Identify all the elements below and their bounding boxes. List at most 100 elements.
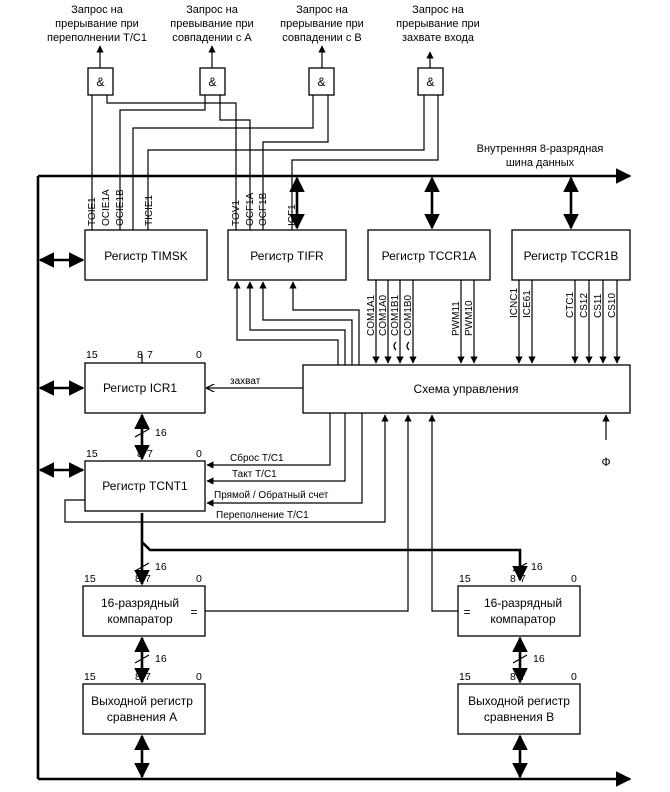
svg-text:0: 0 bbox=[196, 671, 202, 683]
svg-text:7: 7 bbox=[147, 349, 153, 361]
svg-text:совпадении с А: совпадении с А bbox=[172, 32, 252, 44]
comparator-b-output bbox=[428, 414, 458, 612]
svg-text:7: 7 bbox=[147, 448, 153, 460]
reset-signal-label: Сброс Т/С1 bbox=[230, 452, 284, 464]
request-compare-a-label: Запрос на превывание при совпадении с А bbox=[170, 4, 253, 44]
comparator-a: 16-разрядный компаратор = 15 8 7 0 bbox=[82, 573, 206, 637]
svg-text:Запрос на: Запрос на bbox=[186, 4, 239, 16]
svg-text:7: 7 bbox=[145, 573, 151, 585]
svg-text:Запрос на: Запрос на bbox=[296, 4, 349, 16]
and-gate-overflow: & bbox=[87, 67, 114, 96]
output-compare-register-b: Выходной регистр сравнения В 15 8 7 0 bbox=[457, 671, 581, 735]
control-to-tifr-lines bbox=[233, 281, 360, 365]
svg-text:компаратор: компаратор bbox=[107, 612, 173, 626]
tccr1b-control-lines bbox=[515, 280, 621, 364]
control-scheme: Схема управления bbox=[302, 364, 631, 414]
bit-cs12: CS12 bbox=[579, 293, 590, 318]
comparator-b: 16-разрядный компаратор = 15 8 7 0 bbox=[457, 573, 581, 637]
ocra-width-label: 16 bbox=[155, 653, 167, 665]
register-tifr: Регистр TIFR bbox=[227, 229, 347, 281]
svg-text:16-разрядный: 16-разрядный bbox=[484, 596, 562, 610]
comparator-a-output bbox=[205, 414, 412, 612]
svg-text:Запрос на: Запрос на bbox=[71, 4, 124, 16]
svg-text:15: 15 bbox=[459, 573, 471, 585]
svg-text:Выходной регистр: Выходной регистр bbox=[468, 694, 570, 708]
svg-text:0: 0 bbox=[196, 573, 202, 585]
svg-text:8: 8 bbox=[137, 448, 143, 460]
bit-com1b0: COM1B0 bbox=[403, 294, 414, 336]
svg-text:Регистр TCNT1: Регистр TCNT1 bbox=[102, 479, 188, 493]
svg-text:&: & bbox=[426, 75, 434, 89]
ocra-width-slash bbox=[134, 654, 150, 664]
svg-text:15: 15 bbox=[86, 349, 98, 361]
bit-com1a1: COM1A1 bbox=[366, 294, 377, 336]
bit-cs10: CS10 bbox=[607, 293, 618, 318]
com1b0-bend bbox=[406, 341, 410, 351]
icr1-width-slash bbox=[134, 428, 150, 438]
bit-cs11: CS11 bbox=[593, 293, 604, 318]
tcnt1-width-label: 16 bbox=[155, 561, 167, 573]
svg-text:=: = bbox=[190, 605, 197, 619]
bit-ctc1: CTC1 bbox=[565, 291, 576, 318]
svg-text:16-разрядный: 16-разрядный bbox=[101, 596, 179, 610]
svg-text:Регистр ICR1: Регистр ICR1 bbox=[103, 381, 177, 395]
bit-tov1: TOV1 bbox=[231, 200, 242, 226]
ocrb-width-slash bbox=[512, 654, 528, 664]
output-compare-register-a: Выходной регистр сравнения А 15 8 7 0 bbox=[82, 671, 206, 735]
svg-text:8: 8 bbox=[137, 349, 143, 361]
capture-signal-label: захват bbox=[230, 376, 261, 387]
svg-text:Выходной регистр: Выходной регистр bbox=[91, 694, 193, 708]
clock-signal-label: Такт Т/С1 bbox=[232, 469, 277, 480]
svg-text:8: 8 bbox=[510, 671, 516, 683]
overflow-signal-label: Переполнение Т/С1 bbox=[216, 510, 309, 521]
svg-text:Регистр TCCR1A: Регистр TCCR1A bbox=[382, 249, 477, 263]
svg-text:8: 8 bbox=[135, 573, 141, 585]
svg-text:&: & bbox=[317, 75, 325, 89]
register-tccr1b: Регистр TCCR1B bbox=[511, 229, 631, 281]
bit-pwm11: PWM11 bbox=[451, 301, 462, 336]
bit-ocie1a: OCIE1A bbox=[101, 189, 112, 226]
svg-text:захвате входа: захвате входа bbox=[402, 32, 475, 44]
svg-text:Регистр TIMSK: Регистр TIMSK bbox=[104, 249, 187, 263]
svg-text:0: 0 bbox=[571, 671, 577, 683]
tcnt1-control-signals bbox=[64, 413, 389, 523]
interrupt-wiring bbox=[91, 95, 439, 230]
tifr-bit-labels: TOV1 OCF1A OCF1B ICF1 bbox=[231, 192, 298, 226]
svg-text:Схема управления: Схема управления bbox=[414, 382, 519, 396]
timsk-bit-labels: TOIE1 OCIE1A OCIE1B TICIE1 bbox=[87, 189, 155, 226]
svg-text:прерывание при: прерывание при bbox=[280, 18, 364, 30]
svg-text:прерывание при: прерывание при bbox=[396, 18, 480, 30]
ocrb-width-label: 16 bbox=[533, 653, 545, 665]
svg-text:сравнения А: сравнения А bbox=[107, 710, 177, 724]
register-tccr1a: Регистр TCCR1A bbox=[367, 229, 491, 281]
compb-width-label: 16 bbox=[531, 561, 543, 573]
bit-ocie1b: OCIE1B bbox=[115, 189, 126, 226]
request-capture-label: Запрос на прерывание при захвате входа bbox=[396, 4, 480, 44]
svg-text:компаратор: компаратор bbox=[490, 612, 556, 626]
register-tcnt1: Регистр TCNT1 15 8 7 0 bbox=[84, 448, 206, 512]
bit-icnc1: ICNC1 bbox=[509, 288, 520, 318]
svg-text:совпадении с В: совпадении с В bbox=[282, 32, 362, 44]
svg-text:сравнения В: сравнения В bbox=[484, 710, 554, 724]
svg-text:прерывание при: прерывание при bbox=[55, 18, 139, 30]
svg-text:Регистр TIFR: Регистр TIFR bbox=[250, 249, 324, 263]
svg-text:Запрос на: Запрос на bbox=[412, 4, 465, 16]
svg-text:0: 0 bbox=[196, 448, 202, 460]
clock-phi-label: Ф bbox=[601, 455, 610, 469]
svg-text:7: 7 bbox=[520, 573, 526, 585]
svg-text:8: 8 bbox=[510, 573, 516, 585]
svg-text:шина данных: шина данных bbox=[506, 157, 575, 169]
svg-text:15: 15 bbox=[84, 573, 96, 585]
register-icr1: Регистр ICR1 15 8 7 0 bbox=[84, 349, 206, 414]
compb-width-slash bbox=[512, 562, 528, 572]
tcnt1-width-slash bbox=[134, 562, 150, 572]
svg-text:переполнении Т/С1: переполнении Т/С1 bbox=[47, 32, 147, 44]
and-gate-compare-b: & bbox=[308, 67, 335, 96]
svg-text:15: 15 bbox=[459, 671, 471, 683]
icr1-width-label: 16 bbox=[155, 427, 167, 439]
request-compare-b-label: Запрос на прерывание при совпадении с В bbox=[280, 4, 364, 44]
bit-ocf1a: OCF1A bbox=[245, 192, 256, 226]
svg-text:15: 15 bbox=[86, 448, 98, 460]
svg-text:0: 0 bbox=[571, 573, 577, 585]
